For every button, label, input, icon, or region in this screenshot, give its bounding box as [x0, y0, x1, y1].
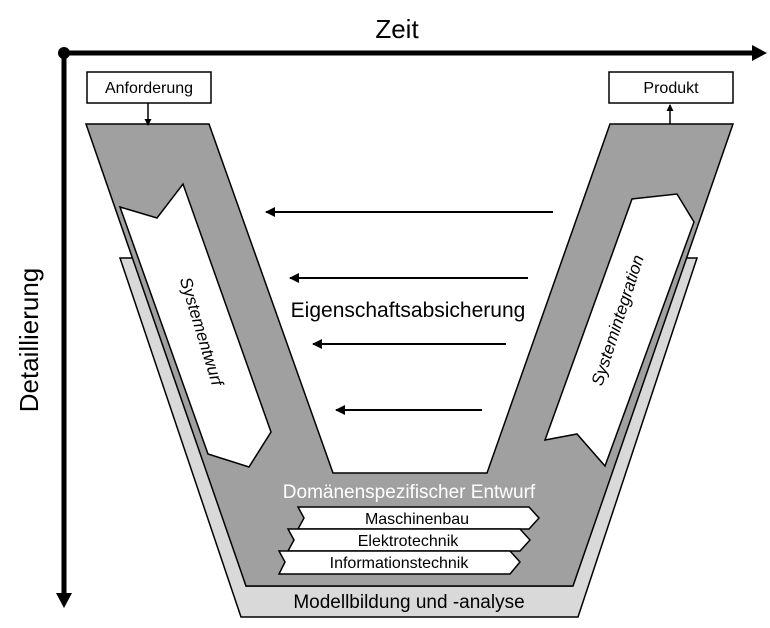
detail-axis-arrow-icon	[56, 593, 72, 608]
domain-item-1: Maschinenbau	[365, 511, 469, 528]
system-design-arrow: Systementwurf	[118, 182, 272, 468]
domain-item-3: Informationstechnik	[330, 555, 470, 572]
domain-item-2: Elektrotechnik	[358, 533, 459, 550]
domain-item-shape-2	[286, 528, 532, 552]
requirement-box: Anforderung	[86, 71, 212, 126]
system-design-arrow-shape	[118, 182, 272, 468]
system-integration-arrow-shape	[543, 193, 695, 468]
v-shape	[84, 123, 735, 587]
time-axis-label: Zeit	[375, 14, 419, 44]
modeling-label: Modellbildung und -analyse	[293, 592, 524, 613]
domain-item-shape-3	[277, 550, 521, 575]
system-integration-arrow: Systemintegration	[543, 193, 695, 468]
domain-title: Domänenspezifischer Entwurf	[283, 482, 536, 503]
product-box: Produkt	[608, 71, 734, 124]
product-box-frame	[608, 71, 734, 104]
requirement-label: Anforderung	[105, 80, 193, 97]
product-label: Produkt	[643, 80, 699, 97]
detail-axis-label: Detaillierung	[14, 268, 44, 413]
time-axis-arrow-icon	[752, 45, 767, 61]
property-assurance-arrows: Eigenschaftsabsicherung	[265, 207, 553, 415]
domain-design: Domänenspezifischer Entwurf Maschinenbau…	[277, 482, 541, 575]
requirement-box-frame	[86, 71, 212, 104]
domain-item-shape-1	[296, 506, 541, 530]
axes: Zeit Detaillierung	[14, 14, 767, 608]
property-assurance-label: Eigenschaftsabsicherung	[291, 299, 526, 322]
